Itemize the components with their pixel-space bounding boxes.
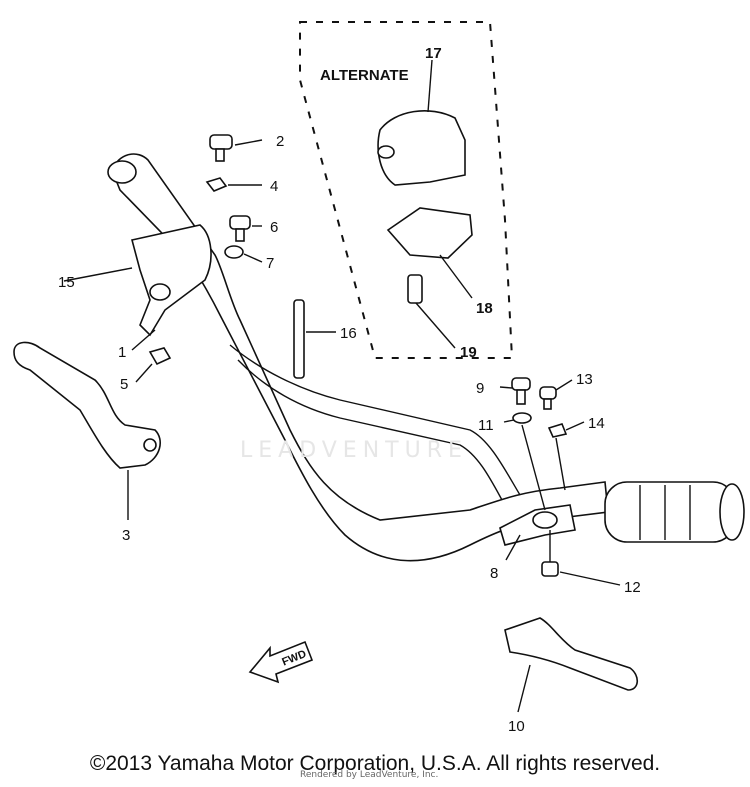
callout-15: 15 [58, 274, 75, 291]
render-credit: Rendered by LeadVenture, Inc. [300, 770, 439, 780]
callout-2: 2 [276, 133, 284, 150]
alternate-screw-19 [407, 274, 423, 304]
callout-7: 7 [266, 255, 274, 272]
bolt-6 [229, 215, 251, 242]
left-bar-end [107, 160, 137, 184]
callout-5: 5 [120, 376, 128, 393]
callout-18: 18 [476, 300, 493, 317]
callouts: 1 2 3 4 5 6 7 8 9 10 11 12 13 14 15 16 1… [58, 45, 641, 735]
nut-5 [148, 347, 172, 366]
bolt-2 [209, 134, 233, 162]
callout-3: 3 [122, 527, 130, 544]
alternate-clamp-18 [386, 207, 473, 259]
callout-12: 12 [624, 579, 641, 596]
bolt-9 [511, 377, 531, 405]
watermark: LEADVENTURE [240, 438, 468, 463]
cable-band-16 [293, 299, 305, 379]
washer-7 [224, 245, 244, 259]
nut-12 [541, 561, 559, 577]
callout-1: 1 [118, 344, 126, 361]
callout-13: 13 [576, 371, 593, 388]
right-lever-holder [499, 504, 576, 546]
callout-19: 19 [460, 344, 477, 361]
nut-14 [547, 423, 568, 438]
washer-11 [512, 412, 532, 424]
callout-17: 17 [425, 45, 442, 62]
alternate-holder-17 [377, 110, 466, 186]
left-lever-holder [131, 224, 212, 337]
nut-4 [205, 177, 228, 192]
callout-16: 16 [340, 325, 357, 342]
callout-11: 11 [478, 417, 494, 434]
callout-4: 4 [270, 178, 278, 195]
callout-14: 14 [588, 415, 605, 432]
callout-8: 8 [490, 565, 498, 582]
right-grip [604, 481, 745, 543]
clutch-lever [13, 341, 161, 469]
copyright-text: ©2013 Yamaha Motor Corporation, U.S.A. A… [89, 752, 661, 775]
callout-10: 10 [508, 718, 525, 735]
bolt-13 [539, 386, 557, 410]
alternate-label: ALTERNATE [320, 67, 409, 84]
brake-lever [504, 617, 639, 691]
callout-9: 9 [476, 380, 484, 397]
leader-lines [63, 59, 621, 713]
callout-6: 6 [270, 219, 278, 236]
fwd-arrow: FWD [248, 640, 314, 684]
handlebar [111, 153, 609, 562]
